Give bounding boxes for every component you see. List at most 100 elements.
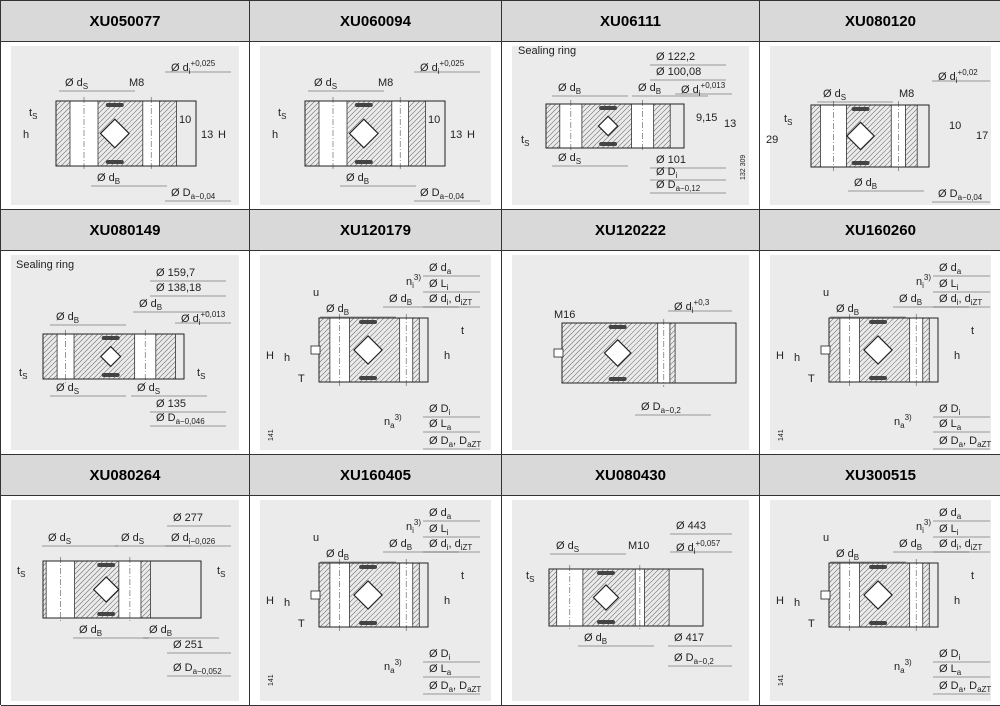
cross-section-drawing xyxy=(545,64,732,194)
label-subscript: a xyxy=(958,685,964,694)
dimension-label: Ø dB xyxy=(389,538,412,554)
label-subscript: B xyxy=(871,182,878,191)
label-subscript: B xyxy=(73,316,80,325)
label-subscript: B xyxy=(96,629,103,638)
dimension-label: Ø dB xyxy=(899,293,922,309)
label-subscript: a xyxy=(900,421,905,430)
label-main: 13 xyxy=(201,129,214,141)
label-subscript: i xyxy=(412,526,414,535)
hatch-line xyxy=(304,100,316,112)
dimension-label: Ø 138,18 xyxy=(156,282,201,294)
label-subscript: S xyxy=(154,387,161,396)
dimension-label: T xyxy=(298,373,305,385)
label-subscript: a xyxy=(446,668,452,677)
label-main: , d xyxy=(958,293,971,305)
label-main: Ø d xyxy=(346,172,364,184)
label-main: Ø L xyxy=(939,523,957,535)
label-subscript: S xyxy=(524,139,530,148)
label-main: t xyxy=(29,107,33,119)
dimension-label: T xyxy=(298,618,305,630)
dimension-label: Ø dB xyxy=(558,82,581,98)
dimension-label: Ø di−0,026 xyxy=(171,532,215,548)
label-subscript: i xyxy=(437,67,440,76)
label-subscript: i xyxy=(698,89,701,98)
label-subscript: a−0,04 xyxy=(957,193,983,202)
dimension-label: M16 xyxy=(554,309,575,321)
label-main: H xyxy=(776,595,784,607)
label-main: Ø d xyxy=(97,172,115,184)
dimension-label: Ø dB xyxy=(899,538,922,554)
label-subscript: a−0,046 xyxy=(175,417,205,426)
dimension-label: h xyxy=(284,352,290,364)
dimension-label: h xyxy=(794,352,800,364)
dimension-label: Ø Li xyxy=(939,278,959,294)
label-subscript: a xyxy=(390,421,395,430)
label-main: n xyxy=(894,416,901,428)
hatch-line xyxy=(561,322,618,379)
hatch-line xyxy=(879,323,939,383)
seal-icon xyxy=(101,373,120,377)
label-subscript: iZT xyxy=(970,543,983,552)
bolt-icon xyxy=(553,348,564,358)
label-main: u xyxy=(313,532,320,544)
label-main: Ø d xyxy=(326,548,344,560)
label-subscript: i xyxy=(956,283,959,292)
seal-icon xyxy=(97,563,116,567)
dimension-label: 13 xyxy=(724,118,736,130)
label-main: Ø d xyxy=(420,62,438,74)
label-subscript: B xyxy=(916,543,923,552)
label-main: 141 xyxy=(268,429,275,441)
label-subscript: B xyxy=(156,303,163,312)
dimension-label: tS xyxy=(17,565,25,581)
seal-icon xyxy=(599,106,618,110)
dimension-label: Ø dB xyxy=(346,172,369,188)
cross-section-drawing xyxy=(55,71,231,202)
dimension-label: 141 xyxy=(776,674,788,686)
label-main: Ø d xyxy=(836,548,854,560)
dimension-label: Ø di, diZT xyxy=(939,538,982,554)
dimension-label: u xyxy=(823,287,829,299)
dimension-label: Ø La xyxy=(429,418,451,434)
label-main: Ø L xyxy=(429,278,447,290)
label-main: t xyxy=(278,107,282,119)
hatch-line xyxy=(810,104,817,111)
label-subscript: a−0,2 xyxy=(660,406,681,415)
dimension-label: Ø Di xyxy=(939,403,960,419)
dimension-label: 132 309 xyxy=(738,155,750,180)
hatch-line xyxy=(545,103,562,120)
label-main: Ø L xyxy=(429,663,447,675)
dimension-label: Ø Da, DaZT xyxy=(939,680,991,696)
label-subscript: S xyxy=(73,387,80,396)
roller-icon xyxy=(353,335,383,365)
label-subscript: aZT xyxy=(467,440,482,449)
dimension-label: Ø Di xyxy=(939,648,960,664)
label-main: , D xyxy=(963,435,978,447)
label-subscript: i xyxy=(675,171,678,180)
label-main: u xyxy=(823,287,830,299)
dimension-label: ni3) xyxy=(916,517,931,537)
dimension-label: na3) xyxy=(384,412,402,432)
label-main: Ø d xyxy=(836,303,854,315)
label-subscript: i xyxy=(693,547,696,556)
label-subscript: S xyxy=(575,157,582,166)
dimension-label: Ø Di xyxy=(656,166,677,182)
seal-icon xyxy=(359,376,378,380)
bore-hole xyxy=(916,104,930,168)
seal-icon xyxy=(105,103,124,107)
dimension-label: Ø Da−0,2 xyxy=(641,401,681,417)
label-main: n xyxy=(894,661,901,673)
label-main: t xyxy=(971,325,975,337)
bearing-model-header: XU080430 xyxy=(502,455,760,496)
label-main: Ø d xyxy=(558,152,576,164)
label-main: Ø d xyxy=(389,538,407,550)
bearing-model-header: XU080120 xyxy=(760,1,1000,42)
label-subscript: i xyxy=(448,653,451,662)
label-subscript: B xyxy=(166,629,173,638)
bore-hole xyxy=(674,322,737,384)
label-main: Ø D xyxy=(939,648,959,660)
hatch-line xyxy=(359,317,425,383)
seal-icon xyxy=(851,107,870,111)
